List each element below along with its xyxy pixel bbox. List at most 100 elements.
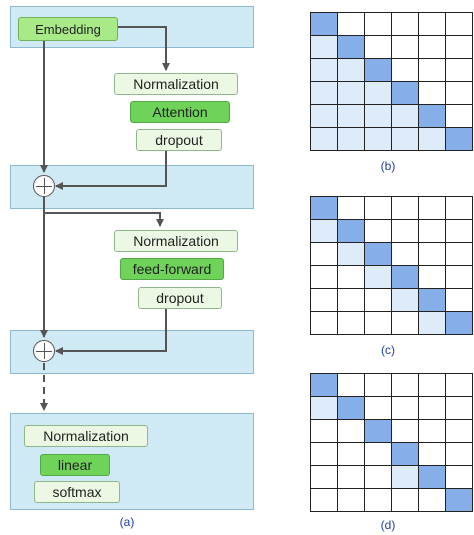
matrix-cell-masked — [337, 12, 365, 36]
residual-add-icon-2 — [33, 340, 55, 362]
matrix-cell-attended — [364, 104, 392, 128]
matrix-cell-diagonal — [391, 81, 419, 105]
matrix-cell-masked — [418, 419, 446, 443]
attention-box: Attention — [130, 101, 230, 123]
matrix-cell-masked — [445, 104, 473, 128]
matrix-cell-diagonal — [418, 288, 446, 312]
matrix-cell-masked — [337, 373, 365, 397]
matrix-cell-masked — [418, 58, 446, 82]
embedding-box: Embedding — [18, 17, 118, 41]
matrix-cell-masked — [364, 35, 392, 59]
attention-matrix-b — [310, 12, 473, 151]
matrix-cell-masked — [418, 219, 446, 243]
matrix-cell-masked — [445, 35, 473, 59]
matrix-cell-diagonal — [337, 219, 365, 243]
linear-box: linear — [40, 454, 110, 476]
matrix-row — [310, 81, 473, 105]
matrix-cell-masked — [337, 288, 365, 312]
matrix-cell-masked — [445, 288, 473, 312]
matrix-body — [310, 12, 473, 151]
matrix-cell-attended — [310, 104, 338, 128]
head-norm-box: Normalization — [24, 425, 148, 447]
matrix-cell-masked — [391, 58, 419, 82]
matrix-cell-masked — [364, 396, 392, 420]
matrix-cell-masked — [337, 488, 365, 512]
feed-forward-box: feed-forward — [120, 258, 224, 280]
matrix-row — [310, 488, 473, 512]
matrix-cell-masked — [445, 196, 473, 220]
residual-add-icon-1 — [33, 175, 55, 197]
matrix-cell-masked — [418, 35, 446, 59]
matrix-row — [310, 373, 473, 397]
matrix-cell-masked — [445, 465, 473, 489]
matrix-row — [310, 12, 473, 36]
matrix-cell-attended — [337, 242, 365, 266]
matrix-cell-masked — [364, 442, 392, 466]
softmax-label: softmax — [52, 484, 102, 500]
matrix-cell-masked — [418, 442, 446, 466]
matrix-cell-masked — [364, 288, 392, 312]
matrix-cell-attended — [391, 288, 419, 312]
matrix-cell-masked — [418, 12, 446, 36]
head-norm-label: Normalization — [43, 428, 129, 444]
matrix-row — [310, 127, 473, 151]
matrix-cell-masked — [418, 396, 446, 420]
matrix-cell-masked — [391, 242, 419, 266]
matrix-cell-masked — [364, 488, 392, 512]
ffn-dropout-box: dropout — [138, 287, 222, 309]
matrix-cell-masked — [418, 196, 446, 220]
matrix-cell-masked — [445, 12, 473, 36]
matrix-cell-masked — [364, 219, 392, 243]
embedding-label: Embedding — [35, 21, 101, 37]
matrix-row — [310, 465, 473, 489]
matrix-row — [310, 219, 473, 243]
matrix-cell-diagonal — [418, 104, 446, 128]
matrix-cell-diagonal — [310, 373, 338, 397]
matrix-cell-masked — [310, 265, 338, 289]
matrix-cell-masked — [364, 465, 392, 489]
attention-norm-box: Normalization — [114, 73, 238, 95]
matrix-cell-masked — [445, 442, 473, 466]
matrix-cell-diagonal — [418, 465, 446, 489]
matrix-cell-masked — [391, 196, 419, 220]
matrix-cell-masked — [445, 219, 473, 243]
matrix-cell-masked — [310, 288, 338, 312]
ffn-dropout-label: dropout — [156, 290, 204, 306]
matrix-cell-masked — [364, 196, 392, 220]
dropout-to-add-arrow-1 — [55, 151, 167, 190]
matrix-body — [310, 373, 473, 512]
matrix-cell-masked — [364, 373, 392, 397]
matrix-cell-masked — [418, 242, 446, 266]
matrix-cell-masked — [310, 442, 338, 466]
caption-a: (a) — [119, 515, 135, 529]
matrix-cell-masked — [310, 419, 338, 443]
matrix-cell-masked — [418, 488, 446, 512]
matrix-cell-attended — [391, 465, 419, 489]
matrix-cell-attended — [337, 127, 365, 151]
matrix-cell-attended — [391, 127, 419, 151]
matrix-cell-diagonal — [445, 127, 473, 151]
matrix-cell-masked — [445, 58, 473, 82]
matrix-row — [310, 396, 473, 420]
embedding-to-norm-arrow — [118, 26, 170, 71]
matrix-cell-attended — [310, 58, 338, 82]
matrix-cell-attended — [310, 219, 338, 243]
matrix-cell-attended — [310, 396, 338, 420]
dropout-to-add-arrow-2 — [55, 309, 167, 355]
matrix-cell-masked — [445, 81, 473, 105]
matrix-body — [310, 196, 473, 335]
caption-b: (b) — [380, 159, 396, 173]
matrix-cell-diagonal — [445, 488, 473, 512]
matrix-row — [310, 311, 473, 335]
caption-c: (c) — [381, 343, 395, 357]
softmax-box: softmax — [34, 481, 120, 503]
attention-matrix-c — [310, 196, 473, 335]
matrix-row — [310, 242, 473, 266]
matrix-cell-masked — [391, 311, 419, 335]
matrix-cell-masked — [337, 311, 365, 335]
attention-dropout-box: dropout — [136, 129, 222, 151]
matrix-cell-masked — [337, 419, 365, 443]
matrix-cell-masked — [445, 373, 473, 397]
matrix-row — [310, 104, 473, 128]
